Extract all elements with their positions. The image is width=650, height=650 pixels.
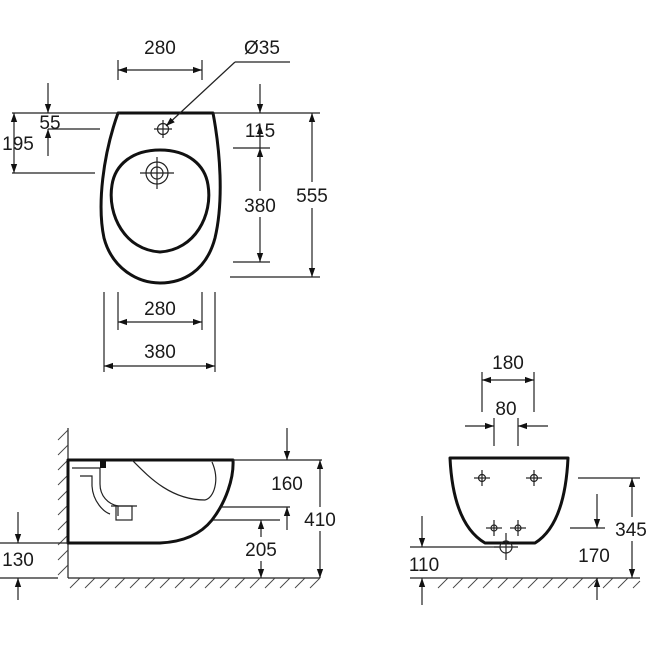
- dim-side-upper-offset: 160: [271, 474, 303, 495]
- bidet-outline-back: [448, 456, 570, 545]
- dim-bottom-inner-width: 280: [144, 299, 176, 320]
- pipe-hole-left: [486, 520, 502, 536]
- dim-outlet-diameter: Ø35: [244, 38, 280, 59]
- dim-back-floor-height: 110: [409, 555, 439, 576]
- bidet-outline-top: [99, 111, 222, 285]
- top-view: 280 Ø35 55 195 115 380 555: [2, 38, 334, 372]
- side-view: 160 205 410 130: [0, 428, 342, 600]
- internal-pipe: [72, 467, 119, 516]
- bidet-basin-top: [109, 148, 211, 254]
- floor-hatching-side: [69, 577, 321, 589]
- dim-bottom-outer-width: 380: [144, 342, 176, 363]
- bolt-hole-left: [474, 470, 490, 486]
- dim-back-pipe-spacing: 80: [495, 399, 516, 420]
- dim-bowl-length: 380: [244, 196, 276, 217]
- dim-back-bolt-spacing: 180: [492, 353, 524, 374]
- dim-left-small-offset: 55: [39, 113, 60, 134]
- bolt-hole-right: [526, 470, 542, 486]
- dim-left-offset: 195: [2, 134, 34, 155]
- dim-top-width: 280: [144, 38, 176, 59]
- dim-total-length: 555: [296, 186, 328, 207]
- dim-side-floor-clearance: 130: [2, 550, 34, 571]
- dim-back-pipe-height: 170: [578, 546, 610, 567]
- dim-side-total-height: 410: [304, 510, 336, 531]
- back-view: 180 80 345 170 110: [409, 353, 650, 605]
- pipe-hole-right: [510, 520, 526, 536]
- dim-side-lower-offset: 205: [245, 540, 277, 561]
- dim-right-top-offset: 115: [245, 121, 275, 142]
- floor-hatching-back: [437, 577, 641, 589]
- dim-back-total-height: 345: [615, 520, 647, 541]
- wall-hatching: [57, 429, 69, 576]
- bidet-outline-side: [66, 458, 235, 545]
